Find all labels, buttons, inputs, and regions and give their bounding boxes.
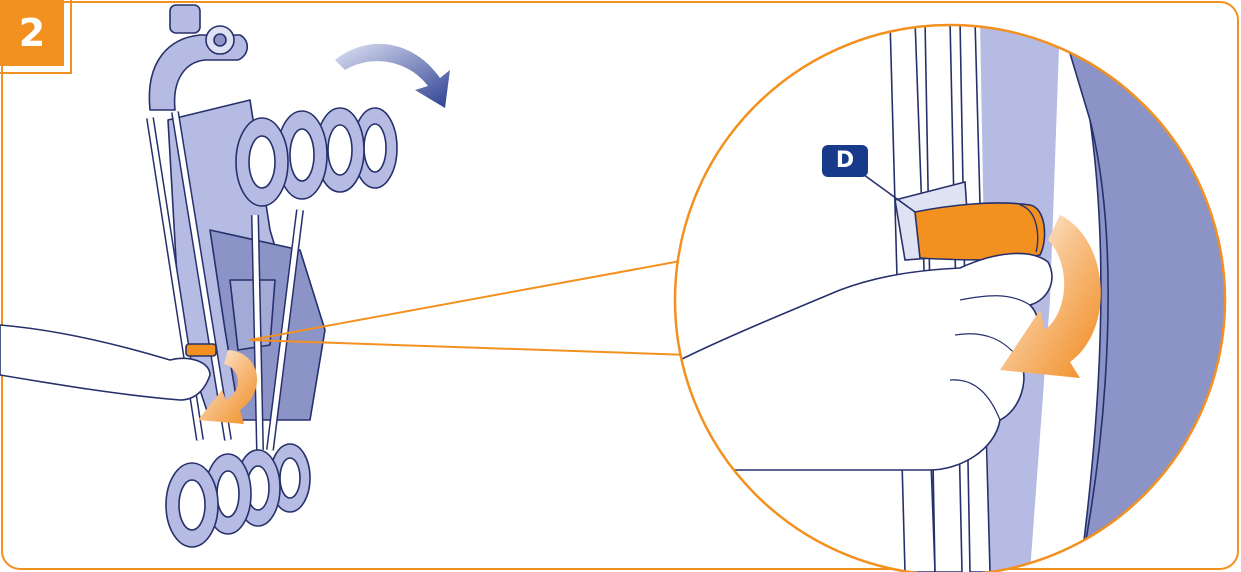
top-wheels <box>235 107 398 207</box>
callout-label-d: D <box>822 145 868 177</box>
zoom-circle-border <box>673 23 1227 572</box>
hand-left <box>0 324 211 401</box>
small-release-arrow <box>198 350 258 424</box>
release-direction-arrow <box>1000 215 1101 378</box>
hand-zoom <box>679 252 1053 471</box>
fold-direction-arrow <box>335 43 450 108</box>
bottom-wheels <box>165 443 311 548</box>
step-number-badge: 2 <box>0 0 64 66</box>
zoom-detail <box>675 25 1225 572</box>
release-strap-d <box>914 202 1046 261</box>
step-badge-outline <box>0 0 72 74</box>
zoom-pointer <box>249 259 691 356</box>
